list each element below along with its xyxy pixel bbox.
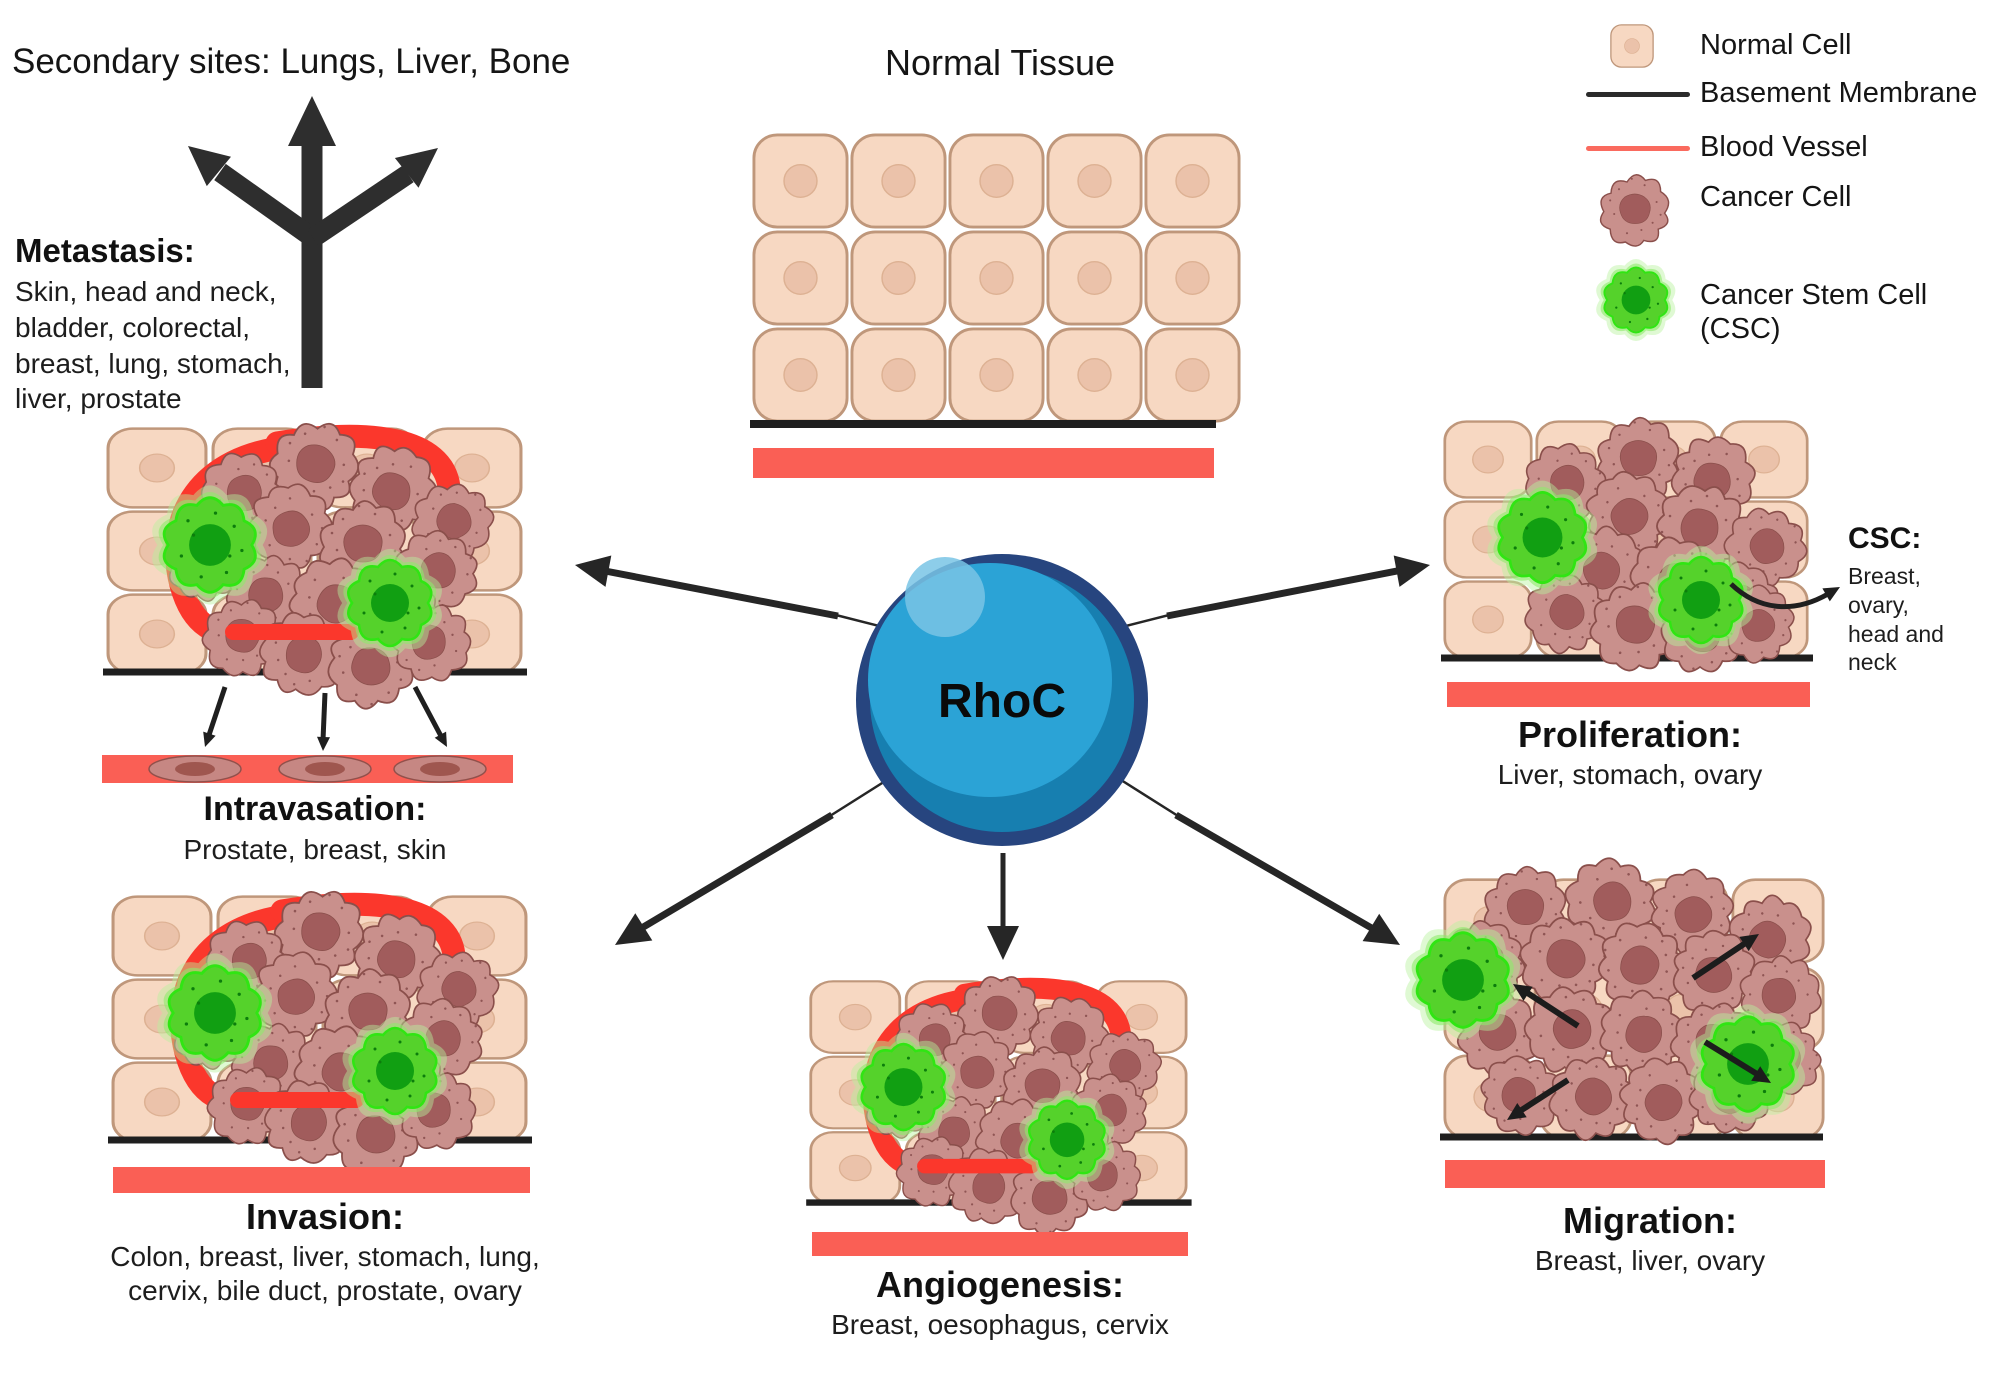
invasion-sites: Colon, breast, liver, stomach, lung, cer… [110, 1241, 540, 1307]
legend-label: Cancer Cell [1700, 181, 1852, 213]
legend-label: Blood Vessel [1700, 131, 1868, 163]
normal-cell-icon [1610, 24, 1654, 68]
blood-vessel-bar [753, 448, 1214, 478]
angiogenesis-sites: Breast, oesophagus, cervix [831, 1309, 1169, 1340]
rhoc-label: RhoC [938, 675, 1066, 728]
csc-callout-arrow [1729, 582, 1840, 610]
cancer-cell-icon [1595, 170, 1675, 250]
intravasated-cells [148, 755, 487, 783]
proliferation-panel [1441, 420, 1813, 707]
cancer-stem-cell [1405, 920, 1520, 1039]
rhoc-node: RhoC [856, 554, 1148, 846]
angiogenesis-panel [808, 978, 1190, 1256]
migration-panel [1423, 858, 1825, 1188]
migration-arrows [1507, 934, 1771, 1120]
intravasation-arrows [203, 685, 447, 751]
rhoc-hub: RhoC [575, 554, 1430, 960]
invasion-panel [110, 893, 530, 1193]
intravasation-panel [105, 425, 525, 783]
blood-vessel-bar [1445, 1160, 1825, 1188]
blood-vessel-bar [812, 1232, 1188, 1256]
migration-heading: Migration: [1563, 1200, 1737, 1241]
csc-callout-heading: CSC: [1848, 522, 1922, 555]
blood-vessel-line-icon [1586, 146, 1690, 151]
proliferation-sites: Liver, stomach, ovary [1497, 759, 1763, 790]
normal-cell-grid [752, 133, 1241, 423]
cancer-stem-cell-icon [1586, 250, 1686, 350]
angiogenesis-heading: Angiogenesis: [875, 1264, 1125, 1305]
blood-vessel-bar [1447, 682, 1810, 707]
legend-label: Basement Membrane [1700, 77, 1978, 109]
blood-vessel-bar [113, 1167, 530, 1193]
normal-tissue-panel [750, 133, 1241, 478]
normal-tissue-title: Normal Tissue [884, 42, 1116, 83]
migration-sites: Breast, liver, ovary [1534, 1245, 1766, 1276]
metastasis-sites: Skin, head and neck, bladder, colorectal… [15, 276, 291, 415]
basement-membrane-line-icon [1586, 92, 1690, 97]
legend-label: Normal Cell [1700, 29, 1852, 61]
csc-callout-sites: Breast, ovary, head and neck [1848, 563, 1944, 676]
metastasis-trident-arrow-icon [188, 96, 438, 388]
invasion-heading: Invasion: [245, 1196, 405, 1237]
secondary-sites-title: Secondary sites: Lungs, Liver, Bone [12, 42, 571, 81]
legend-label: Cancer Stem Cell (CSC) [1700, 279, 1928, 346]
proliferation-heading: Proliferation: [1517, 714, 1742, 755]
intravasation-sites: Prostate, breast, skin [183, 834, 447, 865]
metastasis-heading: Metastasis: [15, 232, 195, 269]
intravasation-heading: Intravasation: [203, 790, 427, 828]
